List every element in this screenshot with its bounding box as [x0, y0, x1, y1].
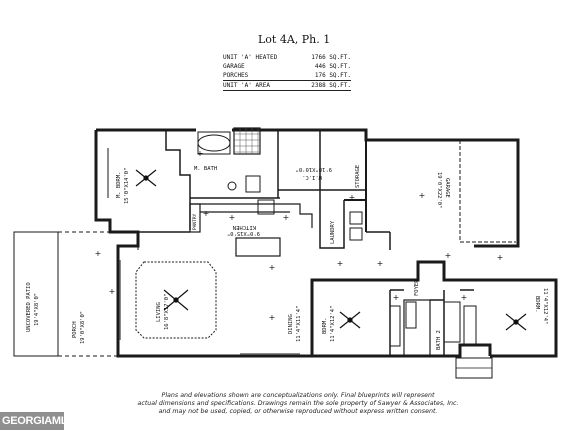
- ceiling-fan-icon: [339, 311, 361, 329]
- disclaimer-line: and may not be used, copied, or otherwis…: [158, 408, 438, 415]
- room-label-garage: GARAGE: [444, 178, 450, 198]
- kitchen-counter: [190, 203, 313, 228]
- light-fixture-icon: +: [419, 191, 426, 200]
- laundry-appliance: [349, 211, 363, 225]
- room-label-patio: UNCOVERED PATIO: [26, 282, 32, 332]
- room-label-foyer: FOYER: [414, 279, 420, 296]
- bath-vanity: [197, 131, 231, 155]
- ceiling-fan-icon: [505, 313, 527, 331]
- room-label-master-bedroom: M. BDRM.: [116, 172, 122, 199]
- interior-wall: [319, 200, 345, 249]
- room-size-living: 16'8"X17'0": [164, 294, 170, 330]
- room-label-master-bath: M. BATH: [194, 166, 217, 172]
- exterior-wall: [312, 343, 492, 358]
- range: [257, 199, 275, 215]
- light-fixture-icon: +: [393, 293, 400, 302]
- light-fixture-icon: +: [377, 259, 384, 268]
- light-fixture-icon: +: [109, 287, 116, 296]
- area-value: 1766 SQ.FT.: [311, 54, 351, 61]
- room-size-porch: 19'0"X8'0": [80, 311, 86, 344]
- area-value: 2388 SQ.FT.: [311, 82, 351, 89]
- watermark-logo: GEORGIAMLS: [0, 412, 74, 430]
- plan-title: Lot 4A, Ph. 1: [258, 33, 331, 46]
- room-label-bedroom-b: BDRM.: [534, 296, 540, 313]
- kitchen-island: [235, 237, 281, 257]
- exterior-wall: [232, 128, 520, 248]
- interior-wall: [165, 130, 191, 200]
- room-size-bedroom-a: 11'4"X12'4": [330, 306, 336, 342]
- uncovered-patio: [13, 231, 59, 357]
- room-size-bedroom-b: 11'4"X12'4": [542, 288, 548, 324]
- room-label-bedroom-a: BDRM.: [322, 317, 328, 334]
- disclaimer-note: Plans and elevations shown are conceptua…: [133, 392, 463, 416]
- light-fixture-icon: +: [229, 213, 236, 222]
- light-fixture-icon: +: [197, 149, 204, 158]
- room-size-master-bedroom: 15'0"X14'0": [124, 168, 130, 204]
- closet: [443, 301, 461, 343]
- area-value: 176 SQ.FT.: [314, 72, 351, 79]
- light-fixture-icon: +: [497, 253, 504, 262]
- room-label-pantry: PANTRY: [192, 213, 198, 230]
- garage-outline: [459, 140, 516, 243]
- area-row-heated: UNIT 'A' HEATED 1766 SQ.FT.: [223, 53, 351, 62]
- disclaimer-line: Plans and elevations shown are conceptua…: [161, 392, 435, 399]
- room-label-laundry: LAUNDRY: [330, 220, 336, 244]
- room-label-bath2: BATH 2: [436, 330, 442, 350]
- light-fixture-icon: +: [445, 251, 452, 260]
- exterior-wall: [310, 260, 558, 358]
- light-fixture-icon: +: [269, 263, 276, 272]
- room-size-dining: 11'4"X11'4": [296, 306, 302, 342]
- area-row-porches: PORCHES 176 SQ.FT.: [223, 71, 351, 81]
- light-fixture-icon: +: [461, 293, 468, 302]
- room-size-garage: 19'0"X22'0": [436, 172, 442, 208]
- closet: [463, 305, 477, 347]
- toilet: [245, 175, 261, 193]
- coffered-ceiling: [135, 261, 217, 339]
- area-row-total: UNIT 'A' AREA 2388 SQ.FT.: [223, 81, 351, 91]
- disclaimer-line: actual dimensions and specifications. Dr…: [137, 400, 459, 407]
- light-fixture-icon: +: [269, 313, 276, 322]
- room-size-patio: 19'4"X8'0": [34, 293, 40, 326]
- sink: [227, 181, 237, 191]
- closet: [389, 305, 401, 347]
- bath2-room: [403, 299, 431, 357]
- area-label: UNIT 'A' AREA: [223, 82, 270, 89]
- shower-tile: [233, 127, 261, 155]
- area-value: 446 SQ.FT.: [314, 63, 351, 70]
- room-label-dining: DINING: [288, 314, 294, 334]
- room-size-wic: 9'10"X10'0": [296, 166, 332, 172]
- room-label-storage: STORAGE: [355, 165, 361, 188]
- ceiling-fan-icon: [163, 289, 189, 311]
- area-label: GARAGE: [223, 63, 245, 70]
- room-label-porch: PORCH: [72, 321, 78, 338]
- area-label: PORCHES: [223, 72, 249, 79]
- light-fixture-icon: +: [95, 249, 102, 258]
- room-label-living: LIVING: [156, 302, 162, 322]
- area-row-garage: GARAGE 446 SQ.FT.: [223, 62, 351, 71]
- light-fixture-icon: +: [283, 213, 290, 222]
- area-table: UNIT 'A' HEATED 1766 SQ.FT. GARAGE 446 S…: [223, 53, 351, 91]
- area-label: UNIT 'A' HEATED: [223, 54, 278, 61]
- room-label-kitchen: KITCHEN: [233, 224, 256, 230]
- laundry-appliance: [349, 227, 363, 241]
- room-label-wic: W.I.C.: [302, 174, 322, 180]
- light-fixture-icon: +: [349, 193, 356, 202]
- bath2-tub: [405, 301, 417, 329]
- ceiling-fan-icon: [135, 169, 157, 187]
- light-fixture-icon: +: [203, 209, 210, 218]
- pantry-closet: [189, 203, 201, 233]
- room-size-kitchen: 9'0"X15'0": [227, 230, 260, 236]
- light-fixture-icon: +: [337, 259, 344, 268]
